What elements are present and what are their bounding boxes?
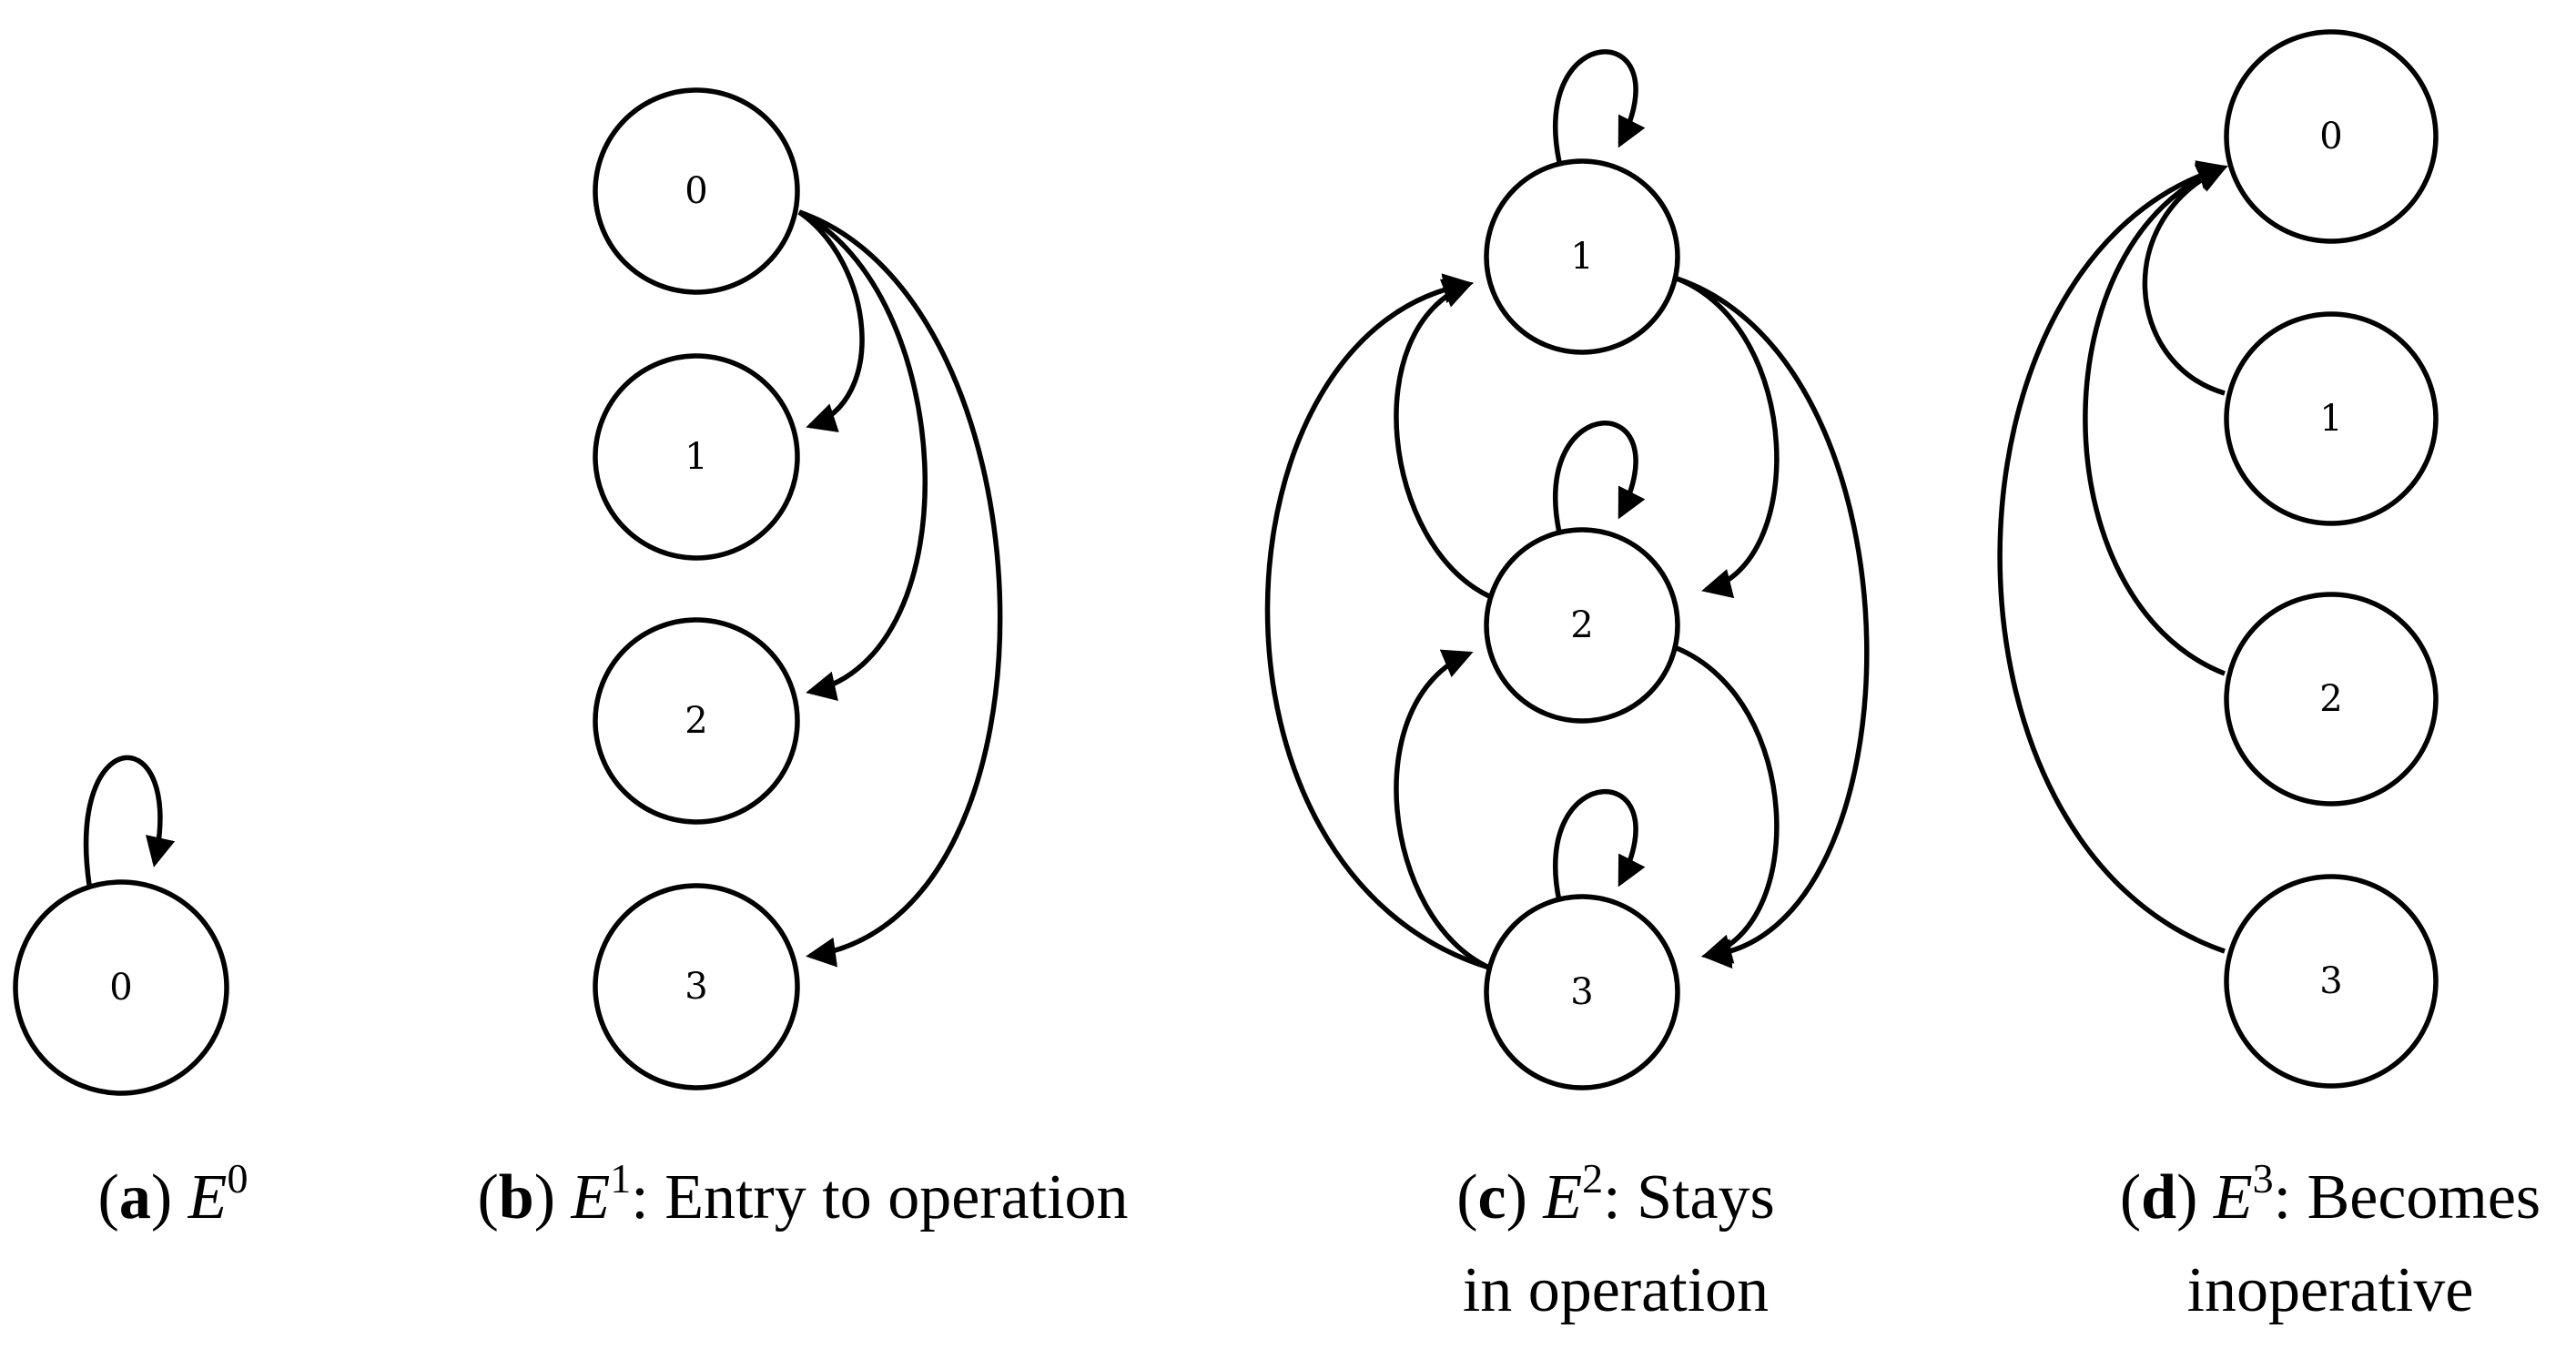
node-d-3 bbox=[2224, 874, 2439, 1089]
caption-d-line2: inoperative bbox=[2187, 1255, 2474, 1325]
edge-c-1-to-3 bbox=[1676, 276, 1870, 969]
caption-d-superscript: 3 bbox=[2253, 1155, 2274, 1202]
caption-c-line1: (c) E2: Stays bbox=[1456, 1155, 1775, 1232]
node-a-0-label: 0 bbox=[109, 967, 132, 1009]
edge-d-2-to-0 bbox=[2083, 162, 2228, 676]
edge-b-0-to-3 bbox=[798, 209, 1003, 968]
caption-c-symbol: E bbox=[1542, 1162, 1582, 1232]
edge-c-2-to-3 bbox=[1675, 645, 1780, 964]
node-c-1-label: 1 bbox=[1570, 236, 1593, 278]
caption-b-letter: b bbox=[499, 1162, 534, 1232]
node-c-2 bbox=[1484, 527, 1680, 724]
edge-c-3-to-1 bbox=[1264, 273, 1490, 970]
node-c-1 bbox=[1484, 158, 1680, 355]
edge-c-3-to-2 bbox=[1394, 649, 1491, 970]
caption-b-superscript: 1 bbox=[610, 1155, 631, 1202]
edge-d-3-to-0 bbox=[1997, 160, 2228, 954]
caption-c-suffix: : Stays bbox=[1603, 1162, 1775, 1232]
edge-b-0-to-2 bbox=[797, 209, 928, 701]
node-b-2-label: 2 bbox=[685, 700, 707, 742]
node-d-3-label: 3 bbox=[2319, 960, 2342, 1002]
node-d-1 bbox=[2224, 311, 2439, 526]
caption-d-symbol: E bbox=[2213, 1162, 2253, 1232]
node-c-3-label: 3 bbox=[1570, 971, 1593, 1013]
edge-b-0-to-1 bbox=[797, 209, 865, 432]
caption-a: (a) E0 bbox=[98, 1155, 248, 1232]
node-d-0 bbox=[2224, 29, 2439, 244]
caption-d-line1: (d) E3: Becomes bbox=[2120, 1155, 2541, 1232]
panel-a: 0 (a) E0 bbox=[13, 755, 248, 1232]
edge-c-1-self-loop bbox=[1552, 49, 1646, 163]
edge-a-0-self-loop bbox=[83, 755, 176, 886]
edge-c-2-self-loop bbox=[1552, 421, 1646, 533]
panel-c: 1 2 3 (c) E2: Stays in operation bbox=[1264, 49, 1870, 1325]
node-d-0-label: 0 bbox=[2319, 116, 2342, 157]
node-c-3 bbox=[1484, 894, 1680, 1090]
node-b-0-label: 0 bbox=[685, 170, 707, 212]
node-b-3 bbox=[593, 883, 800, 1090]
edge-d-1-to-0 bbox=[2142, 164, 2228, 396]
edge-c-1-to-2 bbox=[1675, 276, 1780, 599]
caption-d-letter: d bbox=[2141, 1162, 2176, 1232]
caption-a-superscript: 0 bbox=[227, 1155, 248, 1202]
node-b-1 bbox=[593, 353, 800, 561]
node-d-2-label: 2 bbox=[2319, 678, 2342, 720]
caption-b-suffix: : Entry to operation bbox=[631, 1162, 1128, 1232]
node-d-1-label: 1 bbox=[2319, 398, 2342, 440]
panel-d: 0 1 2 3 (d) E3: Becomes inoperative bbox=[1997, 29, 2541, 1325]
node-b-3-label: 3 bbox=[685, 966, 707, 1008]
caption-b: (b) E1: Entry to operation bbox=[477, 1155, 1128, 1232]
node-b-0 bbox=[593, 87, 800, 295]
edge-c-3-self-loop bbox=[1552, 788, 1646, 902]
caption-b-symbol: E bbox=[571, 1162, 611, 1232]
caption-c-line2: in operation bbox=[1463, 1255, 1769, 1325]
node-d-2 bbox=[2224, 592, 2439, 806]
caption-a-symbol: E bbox=[188, 1162, 228, 1232]
caption-c-letter: c bbox=[1478, 1162, 1506, 1232]
caption-d-suffix: : Becomes bbox=[2274, 1162, 2541, 1232]
node-a-0 bbox=[13, 879, 229, 1096]
caption-a-letter: a bbox=[119, 1162, 151, 1232]
node-b-2 bbox=[593, 617, 800, 825]
panel-b: 0 1 2 3 (b) E1: Entry to operation bbox=[477, 87, 1129, 1232]
edge-c-2-to-1 bbox=[1394, 279, 1491, 599]
caption-c-superscript: 2 bbox=[1582, 1155, 1603, 1202]
node-c-2-label: 2 bbox=[1570, 604, 1593, 646]
node-b-1-label: 1 bbox=[685, 436, 707, 478]
